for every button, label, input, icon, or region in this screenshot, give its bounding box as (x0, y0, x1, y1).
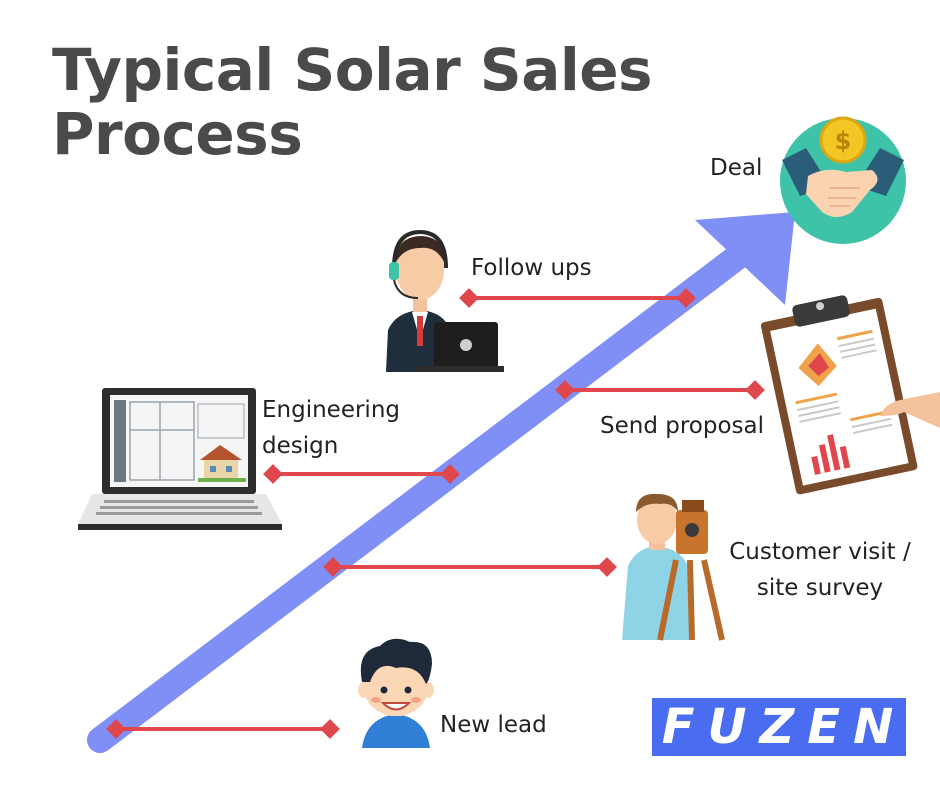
connector-follow-ups (459, 288, 696, 308)
progress-arrow (87, 212, 795, 753)
handshake-coin-icon: $ (780, 116, 906, 244)
stage-label-new-lead: New lead (440, 712, 547, 738)
surveyor-icon (622, 493, 725, 641)
logo-background (652, 698, 906, 756)
connector-send-proposal (555, 380, 765, 400)
stage-label-send-proposal: Send proposal (600, 413, 764, 439)
connector-engineering (263, 464, 460, 484)
logo-text: FUZEN (661, 699, 907, 755)
stage-label-follow-ups: Follow ups (471, 255, 592, 281)
clipboard-report-icon (760, 295, 940, 495)
fuzen-logo: FUZEN (652, 698, 906, 756)
svg-text:$: $ (835, 127, 852, 155)
page-title: Typical Solar Sales Process (52, 36, 653, 168)
laptop-blueprint-icon (78, 388, 282, 530)
stage-label-deal: Deal (710, 155, 763, 181)
connector-customer-visit (323, 557, 617, 577)
stage-label-engineering: Engineering design (262, 397, 400, 459)
cartoon-boy-icon (358, 638, 434, 748)
stage-label-customer-visit: Customer visit / site survey (729, 539, 911, 601)
headset-agent-icon (386, 229, 504, 372)
